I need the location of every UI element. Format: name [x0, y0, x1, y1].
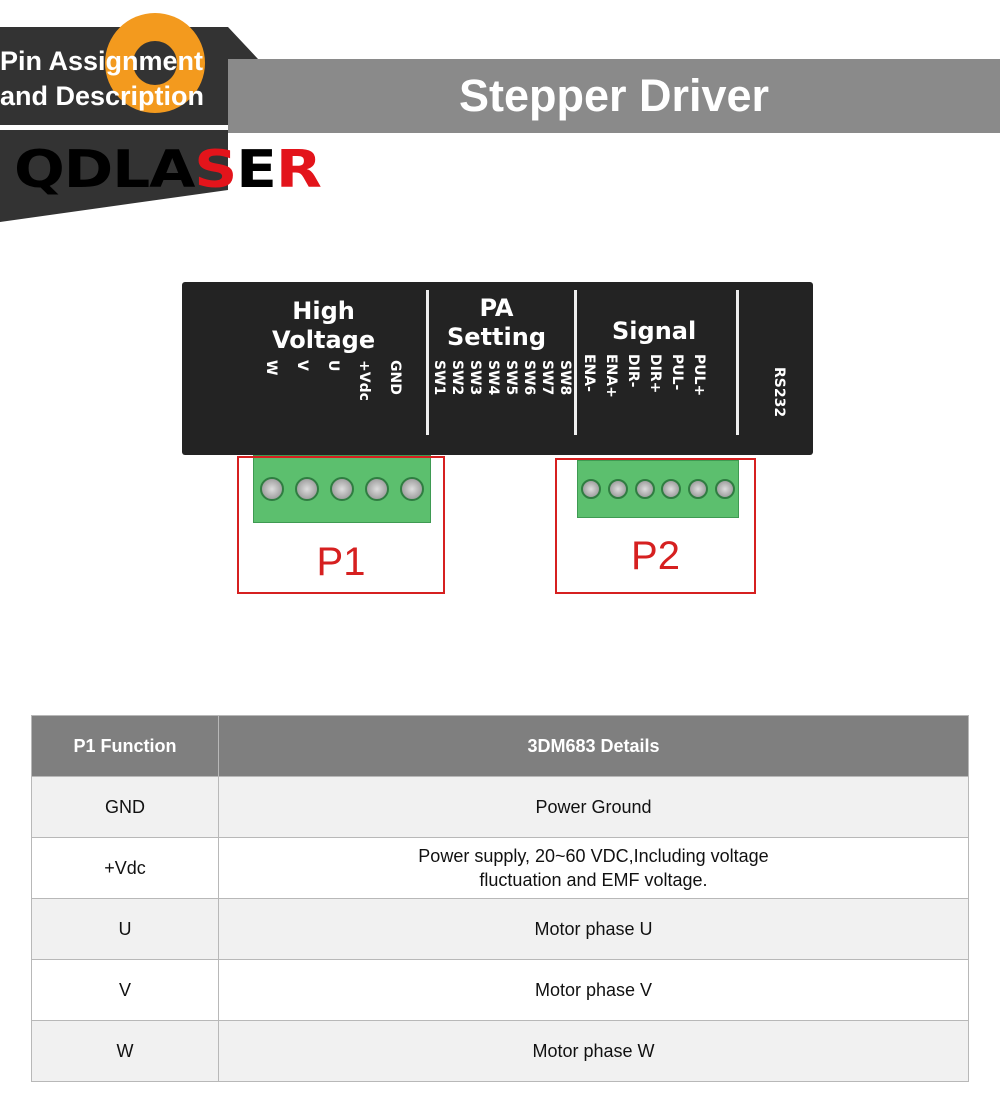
screw-icon	[400, 477, 425, 501]
page-title: Stepper Driver	[458, 70, 770, 121]
pin-cell: V	[31, 959, 219, 1021]
pin-label: SW3	[467, 360, 483, 396]
rs232-label: RS232	[771, 367, 787, 418]
pin-label: SW1	[431, 360, 447, 396]
screw-icon	[687, 479, 708, 499]
screw-icon	[581, 479, 602, 499]
p2-highlight-box: P2	[555, 458, 756, 594]
pin-label: SW6	[521, 360, 537, 396]
column-header: P1 Function	[31, 715, 219, 777]
screw-icon	[607, 479, 628, 499]
pin-cell: U	[31, 898, 219, 960]
group-high-voltage: High Voltage	[272, 297, 376, 354]
screw-icon	[294, 477, 319, 501]
pin-label: +Vdc	[356, 360, 372, 401]
signal-pin-labels: ENA- ENA+ DIR- DIR+ PUL- PUL+	[580, 354, 707, 398]
screw-icon	[634, 479, 655, 499]
divider	[574, 290, 577, 435]
pin-label: GND	[387, 360, 403, 395]
column-header: 3DM683 Details	[218, 715, 969, 777]
stepper-driver-panel: High Voltage PA Setting Signal W V U +Vd…	[182, 282, 813, 455]
screw-icon	[714, 479, 735, 499]
group-pa-setting: PA Setting	[447, 294, 546, 351]
pin-label: SW5	[503, 360, 519, 396]
p1-connector	[253, 455, 431, 523]
detail-cell: Motor phase U	[218, 898, 969, 960]
pin-label: DIR+	[647, 354, 663, 394]
pin-label: W	[263, 360, 279, 376]
pin-label: ENA+	[603, 354, 619, 398]
divider	[426, 290, 429, 435]
screw-icon	[661, 479, 682, 499]
screw-icon	[259, 477, 284, 501]
pin-label: ENA-	[581, 354, 597, 392]
hv-pin-labels: W V U +Vdc GND	[262, 360, 403, 401]
divider	[736, 290, 739, 435]
badge-line-1: Pin Assignment	[0, 46, 204, 76]
brand-logo: QDLASER	[14, 140, 322, 200]
title-bar: Stepper Driver	[228, 59, 1000, 133]
pin-label: DIR-	[625, 354, 641, 388]
pin-label: U	[325, 360, 341, 372]
header-banner-shape	[0, 13, 258, 222]
badge-line-2: and Description	[0, 81, 205, 111]
screw-icon	[365, 477, 390, 501]
pin-cell: +Vdc	[31, 837, 219, 899]
pin-label: SW4	[485, 360, 501, 396]
p1-highlight-box: P1	[237, 456, 445, 594]
badge-title: Pin Assignment and Description	[0, 44, 204, 114]
pin-label: SW2	[449, 360, 465, 396]
pin-label: SW8	[557, 360, 573, 396]
pin-label: PUL+	[691, 354, 707, 397]
p2-label: P2	[631, 534, 680, 578]
p2-connector	[577, 460, 739, 518]
group-signal: Signal	[612, 317, 697, 345]
table-header-row: P1 Function 3DM683 Details	[31, 715, 969, 777]
pin-cell: GND	[31, 776, 219, 838]
pin-cell: W	[31, 1020, 219, 1082]
pin-label: SW7	[539, 360, 555, 396]
sw-pin-labels: SW8 SW7 SW6 SW5 SW4 SW3 SW2 SW1	[430, 360, 573, 395]
detail-cell: Motor phase V	[218, 959, 969, 1021]
detail-cell: Power supply, 20~60 VDC,Including voltag…	[218, 837, 969, 899]
screw-icon	[329, 477, 354, 501]
pin-label: V	[294, 360, 310, 371]
detail-cell: Motor phase W	[218, 1020, 969, 1082]
pin-label: PUL-	[669, 354, 685, 391]
p1-label: P1	[316, 540, 366, 584]
detail-cell: Power Ground	[218, 776, 969, 838]
